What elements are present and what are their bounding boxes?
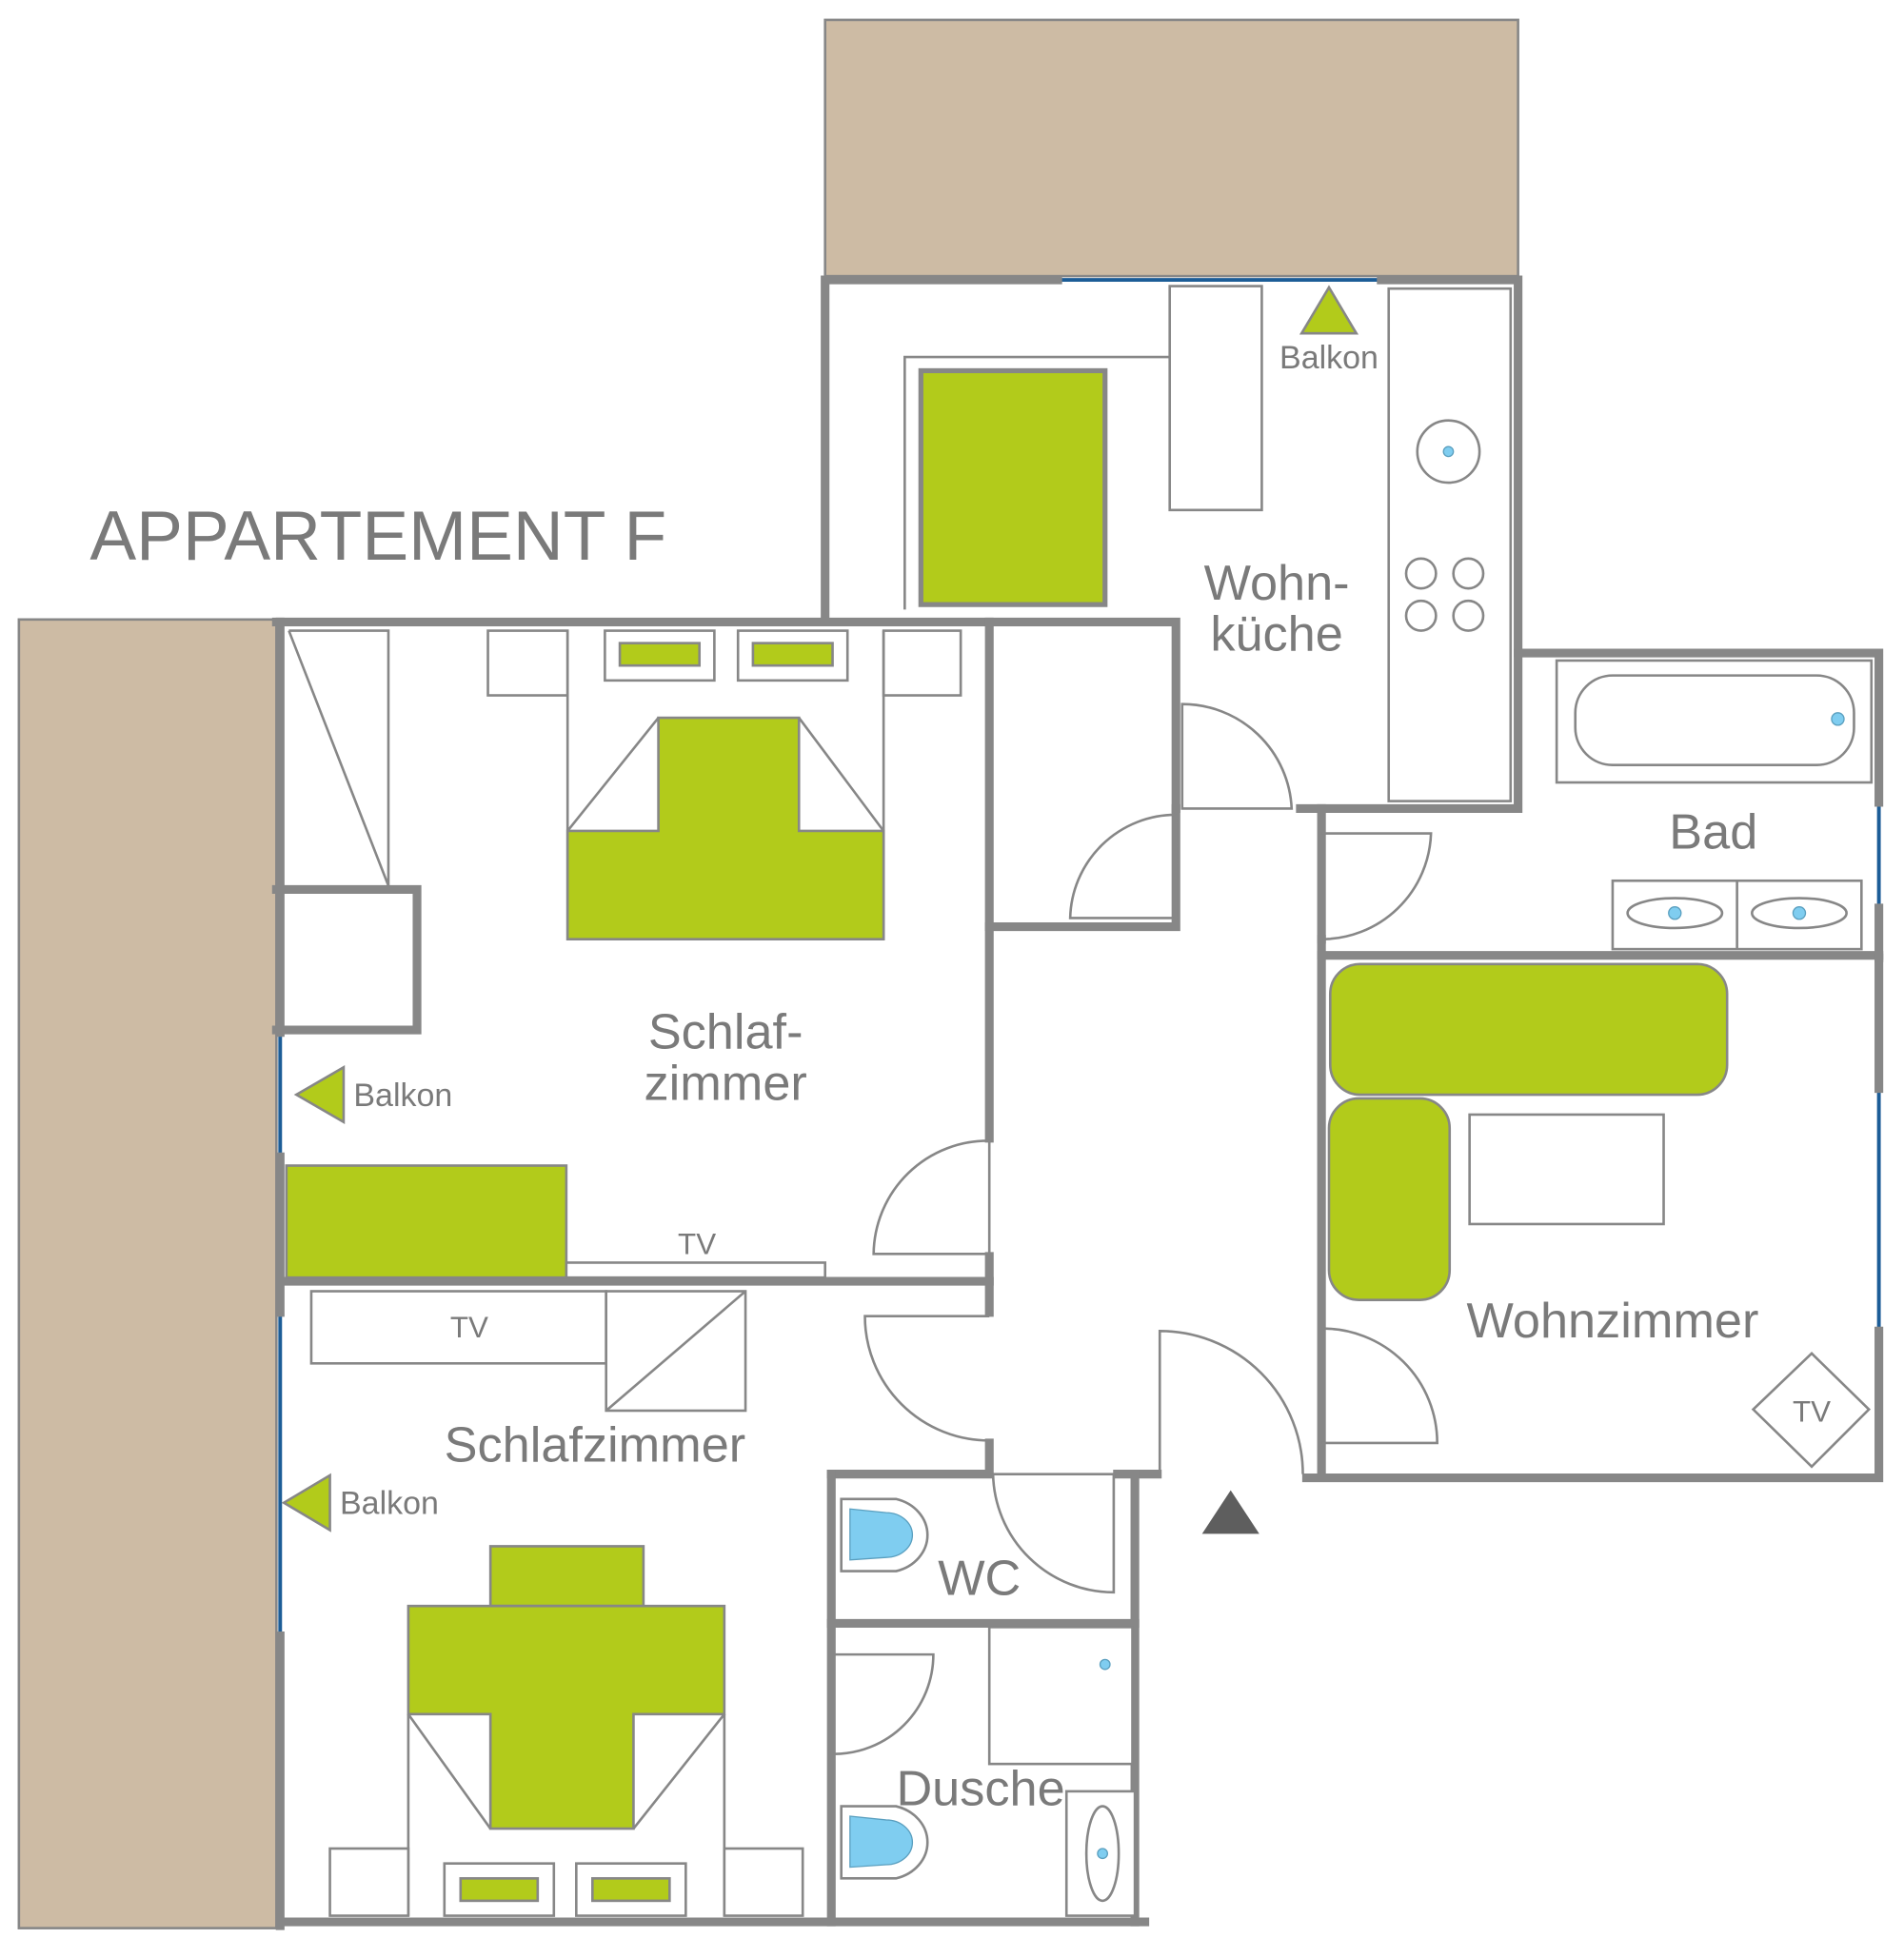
double-bed — [565, 716, 885, 940]
balcony-top — [823, 18, 1519, 278]
bedroom2-furniture — [281, 1290, 804, 1917]
sofa — [1328, 962, 1729, 1097]
room-label-schlafzimmer1-2: zimmer — [645, 1056, 807, 1111]
balcony-left — [17, 618, 278, 1929]
room-label-wohnzimmer: Wohnzimmer — [1466, 1294, 1758, 1349]
wc-shower-furniture — [840, 1497, 1137, 1917]
desk — [285, 1164, 568, 1279]
living-furniture — [1327, 962, 1872, 1469]
room-label-schlafzimmer1: Schlaf- — [648, 1005, 803, 1060]
room-label-wc: WC — [938, 1551, 1021, 1606]
tv-label: TV — [450, 1311, 488, 1344]
kitchen-furniture — [903, 285, 1513, 802]
balkon-label: Balkon — [353, 1078, 452, 1114]
shower — [987, 1626, 1134, 1766]
room-label-schlafzimmer2: Schlafzimmer — [445, 1418, 746, 1473]
balcony-arrow-icon — [293, 1065, 346, 1125]
tv-label: TV — [1793, 1395, 1831, 1429]
entrance-arrow-icon — [1201, 1490, 1259, 1534]
room-label-dusche: Dusche — [896, 1761, 1064, 1816]
bathroom-furniture — [1555, 659, 1874, 951]
cabinet — [1168, 285, 1263, 512]
balcony-arrow-icon — [281, 1473, 331, 1533]
doors — [833, 702, 1438, 1755]
windows — [278, 278, 1881, 1636]
bedroom1-furniture — [285, 629, 962, 1279]
tv-board — [565, 1261, 827, 1279]
toilet-icon — [840, 1497, 929, 1572]
sink-icon — [1416, 419, 1481, 485]
balcony-arrow-icon — [1299, 285, 1359, 335]
sofa — [1327, 1097, 1452, 1301]
tv-stand — [1751, 1352, 1872, 1469]
room-label-wohnkueche-2: küche — [1210, 606, 1342, 662]
toilet-icon — [840, 1805, 929, 1880]
walls — [271, 275, 1884, 1930]
page-title: APPARTEMENT F — [89, 497, 666, 575]
washbasin — [1084, 1805, 1121, 1903]
stove-icon — [1404, 557, 1485, 632]
dining-table — [918, 367, 1108, 607]
balkon-label: Balkon — [1279, 340, 1378, 376]
room-label-bad: Bad — [1669, 804, 1757, 860]
kitchen-counter — [1387, 287, 1513, 802]
double-bed — [407, 1604, 726, 1830]
tv-label: TV — [678, 1227, 716, 1260]
bathtub — [1574, 674, 1855, 767]
balkon-label: Balkon — [340, 1485, 439, 1521]
coffee-table — [1468, 1113, 1665, 1226]
room-label-wohnkueche: Wohn- — [1204, 556, 1350, 611]
